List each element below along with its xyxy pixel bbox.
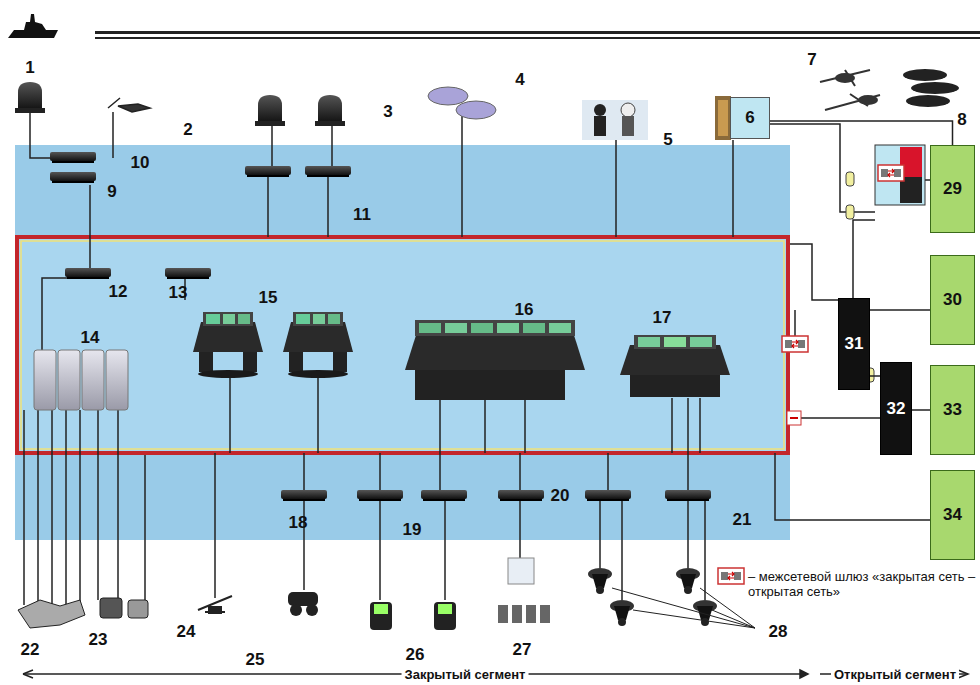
box-number: 34 xyxy=(943,505,962,525)
segment-label: Открытый сегмент xyxy=(831,667,959,682)
callout-number: 18 xyxy=(289,513,308,533)
network-link xyxy=(770,121,953,145)
callout-number: 24 xyxy=(177,622,196,642)
box-number: 31 xyxy=(845,334,864,354)
callout-number: 20 xyxy=(551,486,570,506)
network-link xyxy=(912,410,930,411)
network-box: 31 xyxy=(838,298,870,390)
callout-number: 5 xyxy=(663,130,672,150)
callout-number: 13 xyxy=(169,283,188,303)
network-box: 32 xyxy=(880,362,912,455)
legend-entry: – межсетевой шлюз «закрытая сеть – откры… xyxy=(748,569,980,599)
box-number: 30 xyxy=(943,290,962,310)
callout-number: 9 xyxy=(107,182,116,202)
callout-number: 22 xyxy=(21,640,40,660)
callout-number: 25 xyxy=(246,650,265,670)
callout-number: 28 xyxy=(769,622,788,642)
callout-number: 2 xyxy=(183,120,192,140)
callout-number: 26 xyxy=(406,645,425,665)
callout-number: 4 xyxy=(515,70,524,90)
callout-number: 16 xyxy=(515,300,534,320)
callout-number: 12 xyxy=(109,282,128,302)
box-number: 6 xyxy=(745,108,754,128)
callout-number: 7 xyxy=(807,50,816,70)
callout-number: 19 xyxy=(403,520,422,540)
network-box: 30 xyxy=(930,255,975,345)
callout-number: 23 xyxy=(89,630,108,650)
box-number: 33 xyxy=(943,400,962,420)
callout-number: 3 xyxy=(383,102,392,122)
network-link xyxy=(870,310,930,311)
callout-number: 1 xyxy=(25,58,34,78)
network-link xyxy=(870,376,880,377)
network-box: 34 xyxy=(930,470,975,560)
callout-number: 10 xyxy=(131,153,150,173)
network-box: 6 xyxy=(730,97,770,139)
callout-number: 8 xyxy=(957,110,966,130)
network-box: 29 xyxy=(930,145,975,233)
callout-number: 15 xyxy=(259,288,278,308)
callout-number: 11 xyxy=(353,205,371,225)
segment-label: Закрытый сегмент xyxy=(402,667,529,682)
legend-text: – межсетевой шлюз «закрытая сеть – откры… xyxy=(748,569,975,599)
callout-number: 21 xyxy=(733,510,752,530)
callout-number: 27 xyxy=(513,640,532,660)
callout-number: 17 xyxy=(653,308,672,328)
callout-number: 14 xyxy=(81,328,100,348)
network-box: 33 xyxy=(930,365,975,455)
box-number: 32 xyxy=(887,399,906,419)
box-number: 29 xyxy=(943,179,962,199)
